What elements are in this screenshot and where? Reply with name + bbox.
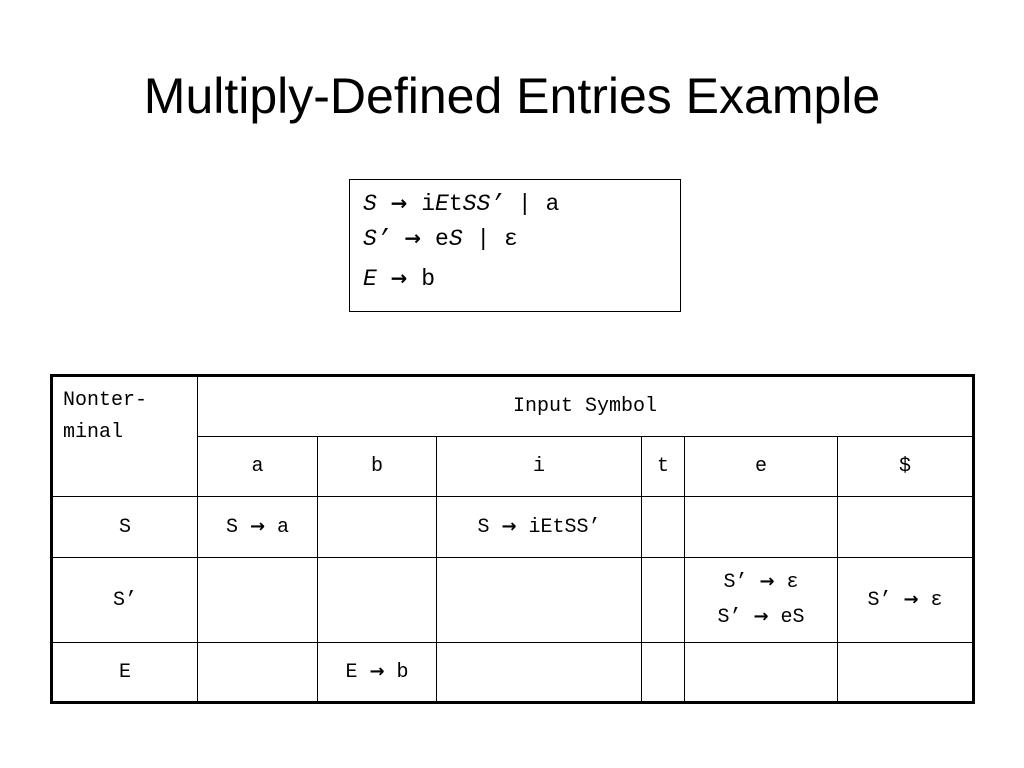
production-rhs-part: E xyxy=(435,191,449,217)
table-cell xyxy=(197,557,318,643)
nonterminal-cell: S’ xyxy=(51,557,198,643)
table-entry: S → a xyxy=(225,515,290,539)
slide-title: Multiply-Defined Entries Example xyxy=(143,68,881,124)
table-entry: S’ → eS xyxy=(717,606,805,629)
nonterminal-header: Nonter-minal xyxy=(51,375,198,497)
table-cell: E → b xyxy=(317,642,437,703)
symbol-header-5: $ xyxy=(837,436,974,497)
arrow-icon: → xyxy=(390,191,408,215)
symbol-header-4: e xyxy=(684,436,838,497)
symbol-header-3: t xyxy=(641,436,685,497)
arrow-icon: → xyxy=(753,606,769,627)
production-rhs-part: SS’ xyxy=(462,191,505,217)
table-entry: S → iEtSS’ xyxy=(477,515,601,539)
symbol-header-1: b xyxy=(317,436,437,497)
arrow-icon: → xyxy=(249,515,266,537)
table-row: S’ S’ → ε S’ → eS S’ → ε xyxy=(51,557,974,643)
arrow-icon: → xyxy=(759,571,775,592)
table-cell: S → iEtSS’ xyxy=(436,496,642,558)
production-rhs-part: t xyxy=(448,191,463,217)
production-rhs-part: S xyxy=(448,226,463,252)
production-rhs-part: e xyxy=(435,226,449,252)
nonterminal-header-line2: minal xyxy=(63,421,124,444)
input-symbol-header: Input Symbol xyxy=(197,375,974,437)
production-lhs: E xyxy=(363,266,377,292)
grammar-production: E → b xyxy=(363,258,680,298)
grammar-production: S → iEtSS’ | a xyxy=(363,188,680,218)
table-cell xyxy=(317,557,437,643)
table-cell: S’ → ε S’ → eS xyxy=(684,557,838,643)
table-cell xyxy=(317,496,437,558)
production-rhs-part: i xyxy=(421,191,436,217)
table-cell xyxy=(684,496,838,558)
table-cell xyxy=(436,557,642,643)
symbol-header-2: i xyxy=(436,436,642,497)
table-cell xyxy=(641,642,685,703)
production-lhs: S xyxy=(363,191,377,217)
table-row: E E → b xyxy=(51,642,974,703)
symbol-header-0: a xyxy=(197,436,318,497)
table-cell xyxy=(641,557,685,643)
arrow-icon: → xyxy=(501,515,517,537)
production-rhs-part: | a xyxy=(504,191,560,217)
nonterminal-cell: S xyxy=(51,496,198,558)
table-cell xyxy=(641,496,685,558)
table-cell xyxy=(197,642,318,703)
table-entry: E → b xyxy=(345,660,409,684)
table-cell xyxy=(837,642,974,703)
table-row: S S → a S → iEtSS’ xyxy=(51,496,974,558)
arrow-icon: → xyxy=(369,660,385,682)
production-lhs: S’ xyxy=(363,226,391,252)
table-cell xyxy=(436,642,642,703)
arrow-icon: → xyxy=(390,266,408,290)
production-rhs-part: | ε xyxy=(462,226,518,252)
table-cell: S’ → ε xyxy=(837,557,974,643)
nonterminal-cell: E xyxy=(51,642,198,703)
nonterminal-header-line1: Nonter- xyxy=(63,389,148,412)
table-entry: S’ → ε xyxy=(723,571,799,594)
table-cell xyxy=(837,496,974,558)
header-row: Nonter-minal Input Symbol xyxy=(51,375,974,497)
arrow-icon: → xyxy=(903,588,919,610)
production-rhs-part: b xyxy=(421,266,436,292)
arrow-icon: → xyxy=(404,226,422,250)
table-entry: S’ → ε xyxy=(867,588,943,612)
table-cell: S → a xyxy=(197,496,318,558)
grammar-production: S’ → eS | ε xyxy=(363,218,680,258)
table-cell xyxy=(684,642,838,703)
